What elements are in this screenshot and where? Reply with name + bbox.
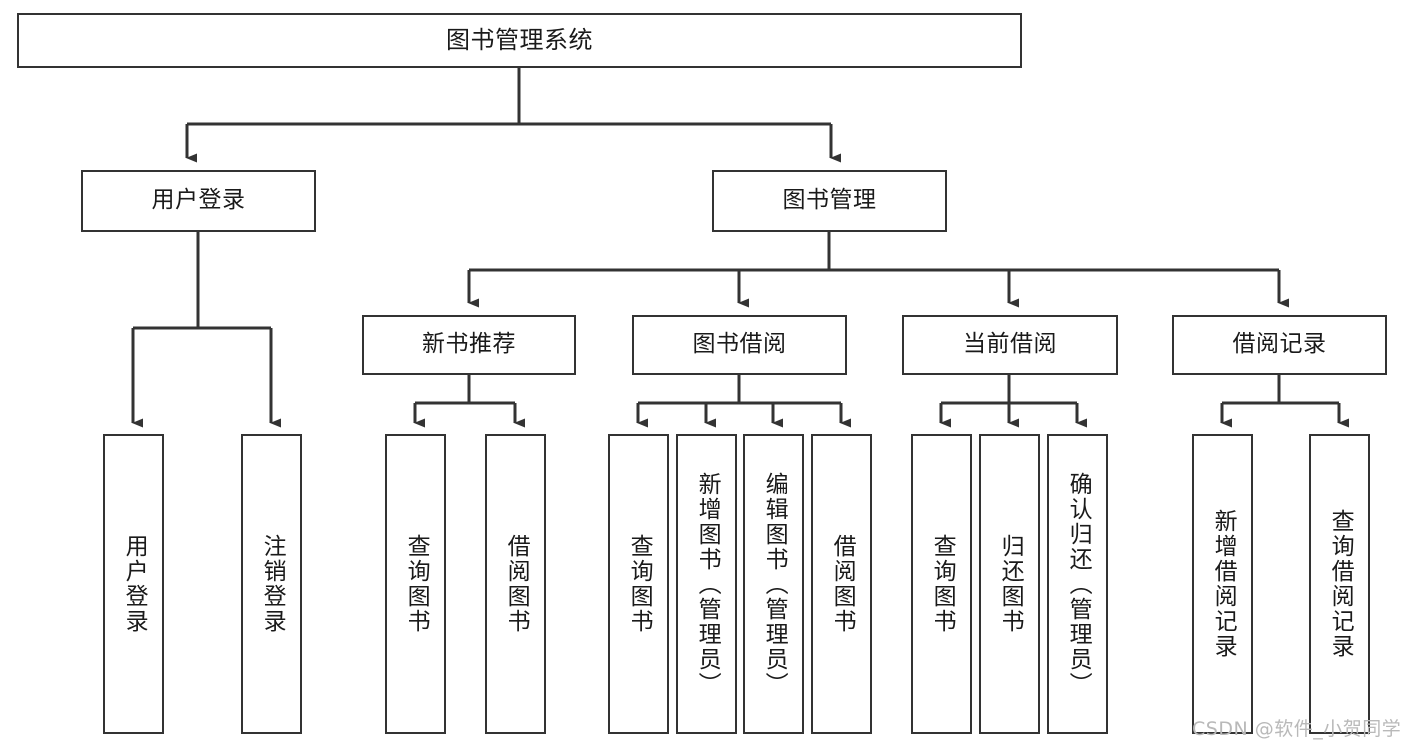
node-label: 图书管理 xyxy=(782,187,877,214)
leaf-borrow-edit-book-admin[interactable]: 编辑图书（管理员） xyxy=(743,434,804,734)
node-label: 归还图书 xyxy=(997,534,1024,634)
node-current-borrow[interactable]: 当前借阅 xyxy=(902,315,1118,375)
leaf-record-add-record[interactable]: 新增借阅记录 xyxy=(1192,434,1253,734)
node-label: 新书推荐 xyxy=(422,331,516,358)
node-label: 用户登录 xyxy=(121,534,148,634)
leaf-recommend-query-book[interactable]: 查询图书 xyxy=(385,434,446,734)
node-new-book-recommend[interactable]: 新书推荐 xyxy=(362,315,576,375)
node-label: 查询借阅记录 xyxy=(1327,509,1354,659)
node-label: 用户登录 xyxy=(151,187,246,214)
node-root-system[interactable]: 图书管理系统 xyxy=(17,13,1022,68)
node-label: 新增图书（管理员） xyxy=(694,471,721,697)
node-label: 借阅图书 xyxy=(503,534,530,634)
leaf-recommend-borrow-book[interactable]: 借阅图书 xyxy=(485,434,546,734)
leaf-borrow-borrow-book[interactable]: 借阅图书 xyxy=(811,434,872,734)
node-label: 注销登录 xyxy=(259,534,286,634)
node-label: 查询图书 xyxy=(626,534,653,634)
node-label: 借阅图书 xyxy=(829,534,856,634)
csdn-watermark: CSDN @软件_小贺同学 xyxy=(1192,718,1402,740)
leaf-borrow-add-book-admin[interactable]: 新增图书（管理员） xyxy=(676,434,737,734)
node-book-borrow[interactable]: 图书借阅 xyxy=(632,315,847,375)
node-borrow-record[interactable]: 借阅记录 xyxy=(1172,315,1387,375)
leaf-current-return-book[interactable]: 归还图书 xyxy=(979,434,1040,734)
leaf-user-login-signout[interactable]: 注销登录 xyxy=(241,434,302,734)
node-label: 确认归还（管理员） xyxy=(1065,471,1092,697)
node-label: 借阅记录 xyxy=(1232,331,1327,358)
node-label: 新增借阅记录 xyxy=(1210,509,1237,659)
leaf-current-query-book[interactable]: 查询图书 xyxy=(911,434,972,734)
node-book-management[interactable]: 图书管理 xyxy=(712,170,947,232)
leaf-user-login-signin[interactable]: 用户登录 xyxy=(103,434,164,734)
node-label: 查询图书 xyxy=(403,534,430,634)
node-label: 查询图书 xyxy=(929,534,956,634)
leaf-record-query-record[interactable]: 查询借阅记录 xyxy=(1309,434,1370,734)
leaf-borrow-query-book[interactable]: 查询图书 xyxy=(608,434,669,734)
node-label: 图书管理系统 xyxy=(446,26,593,55)
node-label: 编辑图书（管理员） xyxy=(761,471,788,697)
node-label: 图书借阅 xyxy=(692,331,787,358)
leaf-current-confirm-return-admin[interactable]: 确认归还（管理员） xyxy=(1047,434,1108,734)
node-user-login[interactable]: 用户登录 xyxy=(81,170,316,232)
node-label: 当前借阅 xyxy=(963,331,1057,358)
